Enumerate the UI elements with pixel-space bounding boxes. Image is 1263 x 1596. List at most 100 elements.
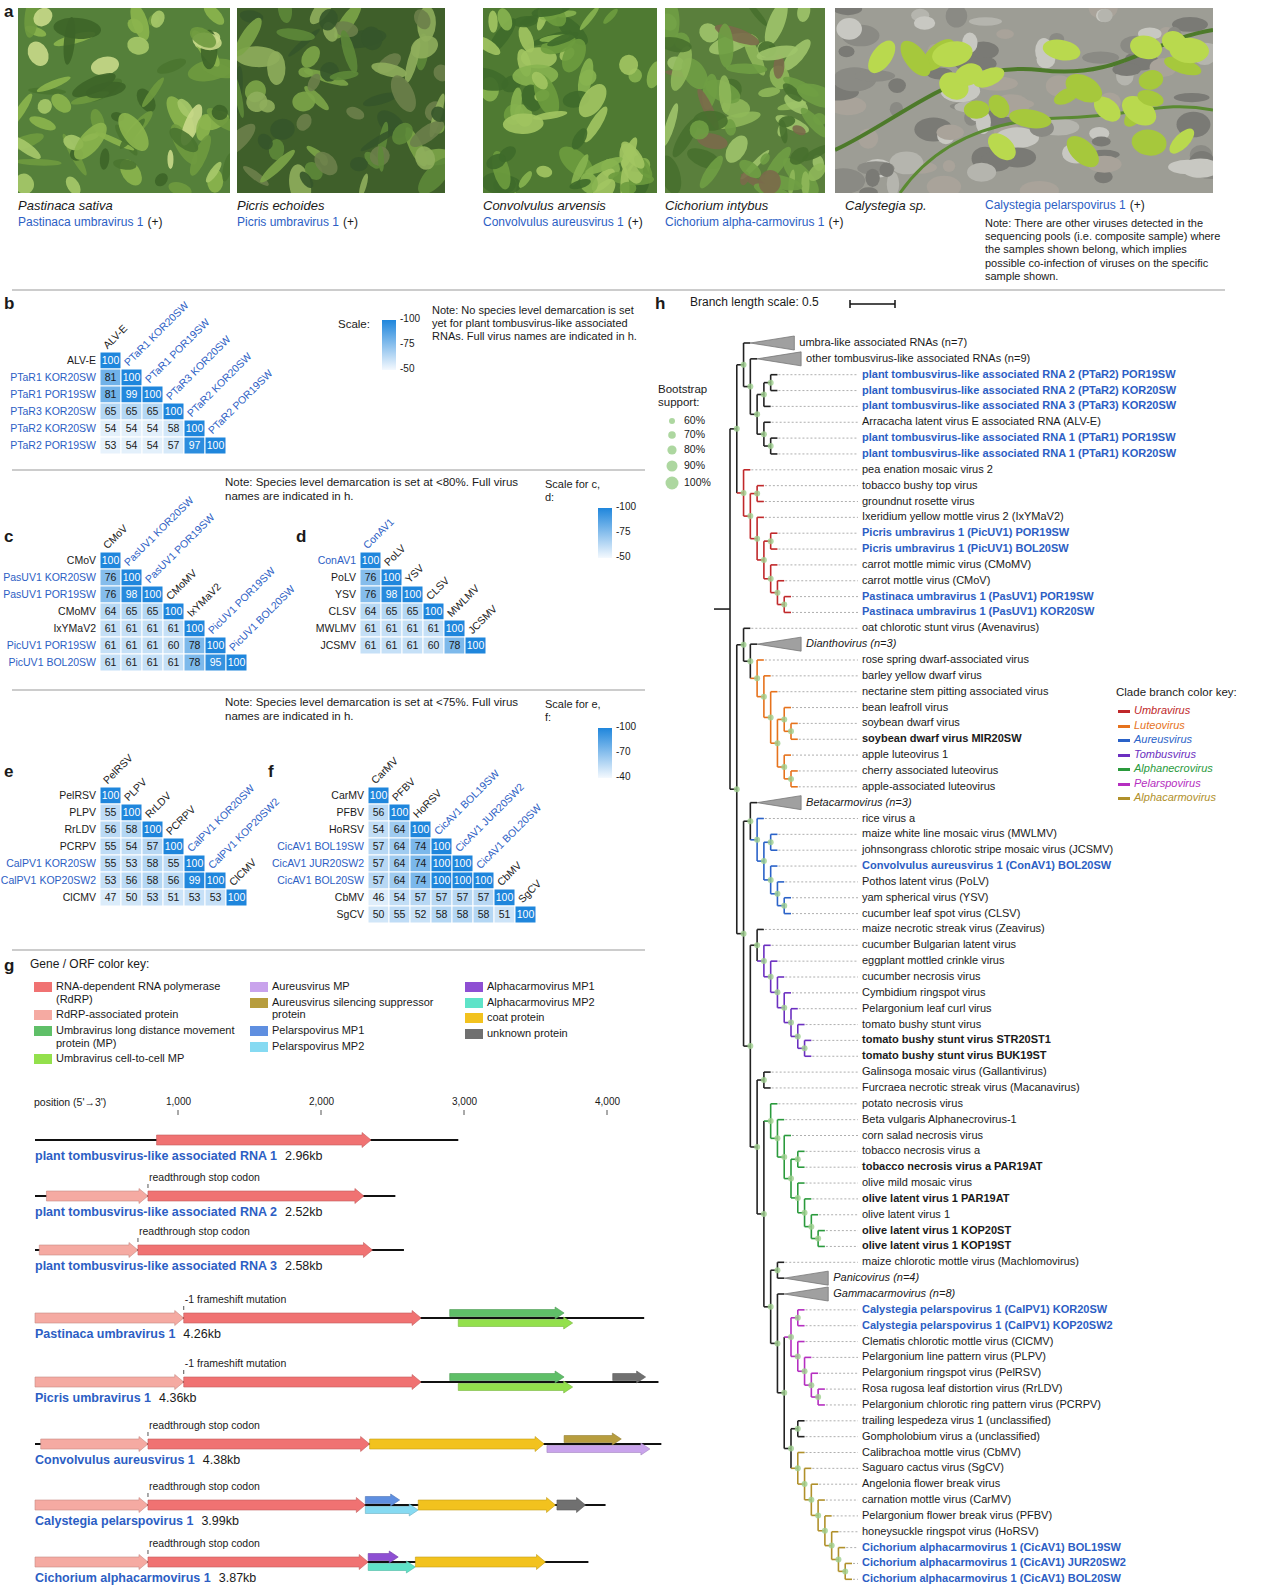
heatmap-cell <box>423 637 444 654</box>
heatmap-cell <box>100 620 121 637</box>
tree-branch <box>750 643 757 645</box>
bootstrap-dot <box>768 538 774 544</box>
heatmap-cell <box>381 620 402 637</box>
color-scale-bar <box>598 508 612 558</box>
genome-name: Pastinaca umbravirus 1 <box>35 1327 175 1341</box>
leaf-shape <box>48 90 75 117</box>
taxon-label: olive latent virus 1 KOP20ST <box>862 1224 1011 1237</box>
taxon-label: Convolvulus aureusvirus 1 (ConAV1) BOL20… <box>862 859 1111 872</box>
heatmap-cell <box>205 889 226 906</box>
heatmap-cell <box>142 654 163 671</box>
axis-tick-label: 3,000 <box>452 1096 477 1108</box>
leaf-shape <box>18 171 37 193</box>
note: Note: Species level demarcation is set a… <box>225 696 525 724</box>
column-header: CicAV1 BOL19SW <box>431 767 501 837</box>
taxon-label: Furcraea necrotic streak virus (Macanavi… <box>862 1081 1080 1094</box>
panel-letter: h <box>655 294 665 314</box>
leaf-shape <box>895 35 937 81</box>
taxon-label: Pelargonium flower break virus (PFBV) <box>862 1509 1052 1522</box>
tree-branch <box>784 754 791 756</box>
stone-shape <box>865 169 879 187</box>
legend-swatch <box>1118 783 1130 786</box>
legend-swatch <box>250 1026 268 1036</box>
leader-line <box>765 929 858 930</box>
scale-tick: -100 <box>616 501 636 513</box>
leaf-shape <box>696 153 727 191</box>
column-header: PLPV <box>121 775 149 803</box>
leaf-shape <box>718 75 733 113</box>
heatmap-cell <box>389 855 410 872</box>
cell-value: 51 <box>494 908 515 920</box>
bootstrap-dot <box>788 1176 794 1182</box>
heatmap-cell <box>402 586 423 603</box>
heatmap-cell <box>100 821 121 838</box>
heatmap-cell <box>121 889 142 906</box>
stone-shape <box>969 17 1002 25</box>
taxon-label: tobacco bushy top virus <box>862 479 978 492</box>
bootstrap-dot <box>781 903 787 909</box>
legend-swatch <box>1118 710 1130 713</box>
taxon-label: tomato bushy stunt virus <box>862 1018 981 1031</box>
tree-branch <box>771 849 778 851</box>
leader-line <box>806 1183 858 1184</box>
leaf-shape <box>276 8 293 24</box>
stone-shape <box>836 18 862 40</box>
column-header: CicAV1 JUR20SW2 <box>452 780 526 854</box>
taxon-label: cucumber leaf spot virus (CLSV) <box>862 907 1020 920</box>
leaf-shape <box>28 113 58 133</box>
tree-branch <box>791 1008 798 1010</box>
legend-text: Umbravirus <box>1134 704 1190 717</box>
column-header: IxYMaV2 <box>184 580 223 619</box>
stone-shape <box>996 29 1014 39</box>
scale-tick: -50 <box>400 363 414 375</box>
tree-branch <box>798 1436 805 1438</box>
leader-line <box>806 1436 858 1437</box>
bootstrap-dot <box>774 1135 780 1141</box>
collapsed-clade-label: Betacarmovirus (n=3) <box>806 796 911 809</box>
heatmap-cell <box>121 369 142 386</box>
cell-value: 46 <box>368 891 389 903</box>
legend-title: Bootstrap support: <box>658 383 730 409</box>
gene-arrow <box>184 1375 421 1390</box>
tree-branch <box>764 1071 771 1073</box>
cell-value: 57 <box>410 891 431 903</box>
cell-value: 53 <box>100 439 121 451</box>
detection-mark: (+) <box>628 216 643 230</box>
heatmap-cell <box>184 437 205 454</box>
cell-value: 61 <box>121 639 142 651</box>
tree-branch <box>771 834 778 836</box>
legend-swatch <box>250 1042 268 1052</box>
leaf-shape <box>1041 37 1082 64</box>
heatmap-cell <box>121 437 142 454</box>
cell-value: 95 <box>205 656 226 668</box>
legend-item: Tombusvirus <box>1118 748 1196 761</box>
tree-branch <box>744 342 751 344</box>
leaf-shape <box>786 143 812 168</box>
tree-branch <box>771 437 778 439</box>
detection-mark: (+) <box>828 216 843 230</box>
legend-title: Clade branch color key: <box>1116 686 1237 699</box>
row-header: PTaR1 KOR20SW <box>10 371 96 383</box>
cell-value: 51 <box>163 891 184 903</box>
note: Note: Species level demarcation is set a… <box>225 476 525 504</box>
bootstrap-dot <box>774 740 780 746</box>
tree-branch <box>764 1087 771 1089</box>
collapsed-clade <box>784 1271 828 1285</box>
column-header: PTaR1 KOR20SW <box>121 299 190 368</box>
leader-line <box>812 1468 858 1469</box>
heatmap-cell <box>100 369 121 386</box>
column-header: RrLDV <box>142 789 173 820</box>
leaf-shape <box>930 38 975 71</box>
genome-length: 2.96kb <box>285 1149 323 1163</box>
leader-line <box>751 469 858 470</box>
row-header: YSV <box>335 588 356 600</box>
leaf-shape <box>1169 37 1210 65</box>
tree-branch <box>777 1119 784 1121</box>
tree-branch <box>811 1372 818 1374</box>
bootstrap-dot <box>768 380 774 386</box>
leaf-shape <box>266 51 286 85</box>
heatmap-cell <box>205 637 226 654</box>
heatmap-cell <box>100 654 121 671</box>
cell-value: 100 <box>100 554 121 566</box>
cell-value: 100 <box>452 857 473 869</box>
